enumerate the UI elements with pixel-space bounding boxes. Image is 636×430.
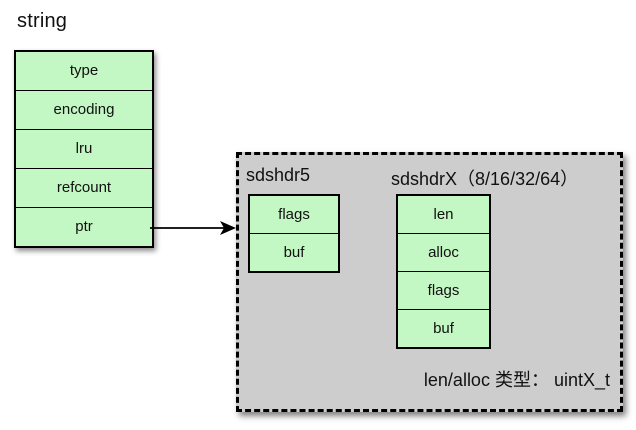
ptr-arrow-icon xyxy=(150,221,236,235)
diagram-title: string xyxy=(17,10,68,32)
sds-panel: sdshdr5 flags buf sdshdrX（8/16/32/64） le… xyxy=(236,152,623,412)
robj-cell-encoding: encoding xyxy=(16,90,152,129)
sdshdrX-struct-box: len alloc flags buf xyxy=(396,194,491,349)
sdshdrX-cell-buf: buf xyxy=(398,309,489,347)
robj-cell-ptr: ptr xyxy=(16,207,152,246)
sdshdrX-cell-alloc: alloc xyxy=(398,233,489,271)
len-alloc-type-note: len/alloc 类型： uintX_t xyxy=(423,370,610,390)
sdshdr5-struct-box: flags buf xyxy=(248,194,340,273)
sdshdr5-cell-flags: flags xyxy=(278,206,310,223)
sdshdrX-cell-len: len xyxy=(433,206,454,223)
robj-cell-refcount: refcount xyxy=(16,168,152,207)
sdshdr5-cell-buf: buf xyxy=(250,233,338,271)
robj-cell-type: type xyxy=(69,62,99,79)
robj-cell-lru: lru xyxy=(16,129,152,168)
sdshdrX-cell-flags: flags xyxy=(398,271,489,309)
robj-struct-box: type encoding lru refcount ptr xyxy=(14,50,154,248)
sdshdrX-label: sdshdrX（8/16/32/64） xyxy=(391,169,579,189)
sdshdr5-label: sdshdr5 xyxy=(246,165,311,185)
